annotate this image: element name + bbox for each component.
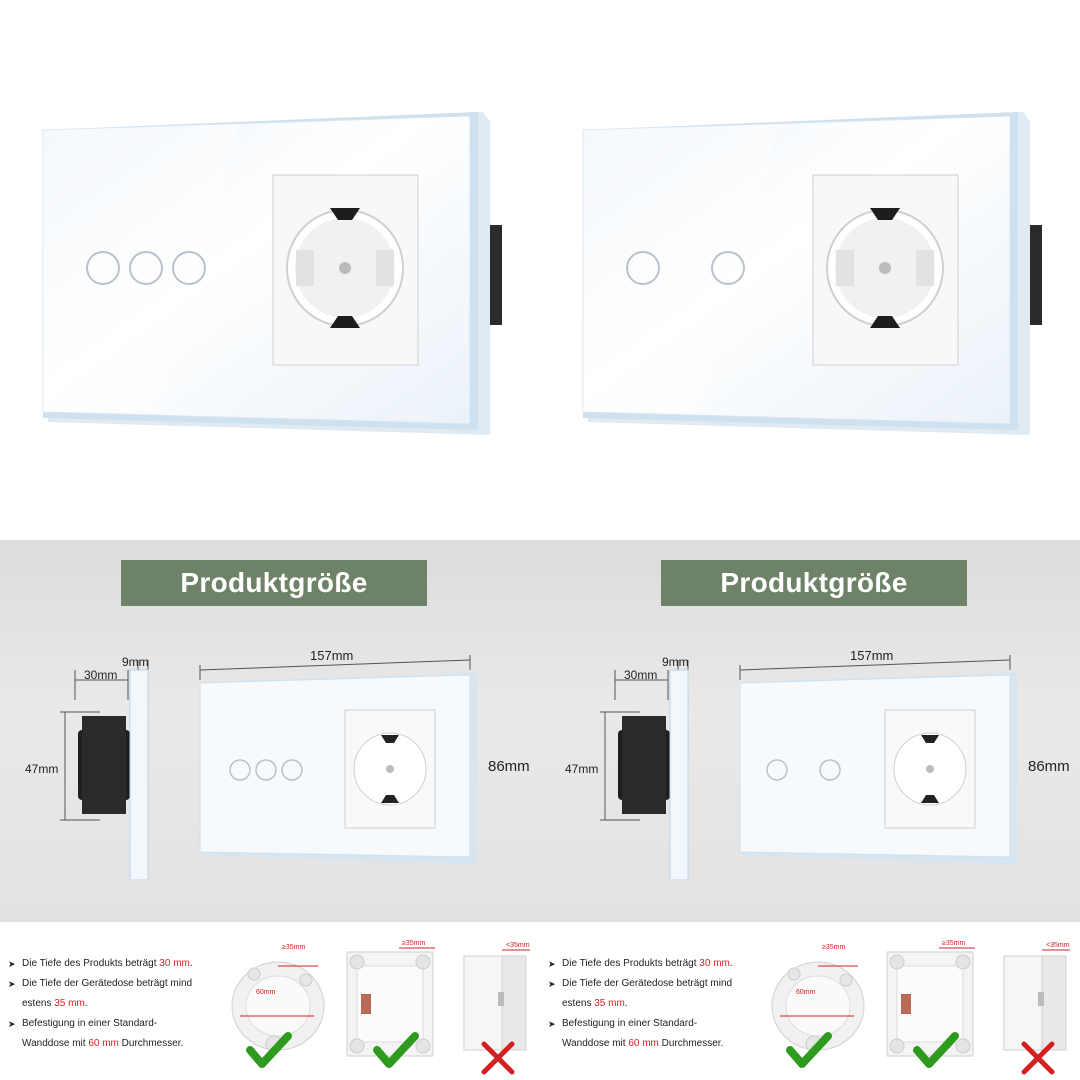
banner-product-size: Produktgröße — [661, 560, 967, 606]
side-view-diagram — [60, 660, 149, 880]
install-panel-right: ➤ Die Tiefe des Produkts beträgt 30 mm. … — [540, 922, 1080, 1080]
arrow-bullet-icon: ➤ — [8, 1019, 16, 1029]
glass-thickness-label: 9mm — [662, 655, 689, 669]
arrow-bullet-icon: ➤ — [548, 1019, 556, 1029]
shallow-box-image — [1003, 949, 1070, 1075]
touch-button-icon — [626, 251, 745, 285]
square-box-depth-tag: ≥35mm — [402, 940, 426, 947]
product-photo-section — [38, 100, 1048, 450]
depth-label: 30mm — [624, 668, 658, 682]
round-box-image — [231, 961, 325, 1068]
round-box-diameter-tag: 60mm — [796, 989, 816, 996]
schuko-socket-icon — [344, 709, 436, 829]
side-view-diagram — [600, 660, 689, 880]
size-panel-3-gang: Produktgröße 30mm 9mm 47mm — [0, 540, 540, 922]
install-panel-left: ➤ Die Tiefe des Produkts beträgt 30 mm. … — [0, 922, 540, 1080]
glass-thickness-label: 9mm — [122, 655, 149, 669]
height-label: 86mm — [488, 758, 530, 775]
front-view-diagram — [739, 655, 1017, 865]
size-diagram-section: Produktgröße 30mm 9mm 47mm — [0, 540, 1080, 922]
round-box-diameter-tag: 60mm — [256, 989, 276, 996]
touch-button-icon — [86, 251, 206, 285]
arrow-bullet-icon: ➤ — [8, 959, 16, 969]
round-box-image — [771, 961, 865, 1068]
width-label: 157mm — [850, 648, 894, 663]
side-height-label: 47mm — [25, 762, 59, 776]
arrow-bullet-icon: ➤ — [548, 959, 556, 969]
checkmark-icon — [913, 1032, 959, 1068]
touch-button-icon — [229, 759, 303, 781]
depth-label: 30mm — [84, 668, 118, 682]
checkmark-icon — [786, 1032, 832, 1068]
front-view-diagram — [199, 655, 477, 865]
banner-product-size: Produktgröße — [121, 560, 427, 606]
installation-info-section: ➤ Die Tiefe des Produkts beträgt 30 mm. … — [0, 922, 1080, 1080]
checkmark-icon — [246, 1032, 292, 1068]
arrow-bullet-icon: ➤ — [548, 979, 556, 989]
square-box-image — [886, 947, 975, 1068]
width-label: 157mm — [310, 648, 354, 663]
side-height-label: 47mm — [565, 762, 599, 776]
shallow-box-depth-tag: <35mm — [1046, 942, 1070, 949]
product-photo-3-gang — [38, 100, 508, 450]
checkmark-icon — [373, 1032, 419, 1068]
shallow-box-depth-tag: <35mm — [506, 942, 530, 949]
cross-icon — [481, 1041, 515, 1075]
round-box-depth-tag: ≥35mm — [282, 944, 306, 951]
round-box-depth-tag: ≥35mm — [822, 944, 846, 951]
square-box-depth-tag: ≥35mm — [942, 940, 966, 947]
height-label: 86mm — [1028, 758, 1070, 775]
size-panel-2-gang: Produktgröße 30mm 9mm 47mm — [540, 540, 1080, 922]
touch-button-icon — [766, 759, 841, 781]
schuko-socket-icon — [884, 709, 976, 829]
square-box-image — [346, 947, 435, 1068]
install-text: ➤ Die Tiefe des Produkts beträgt 30 mm. … — [548, 954, 763, 1054]
product-photo-2-gang — [578, 100, 1048, 450]
shallow-box-image — [463, 949, 530, 1075]
install-text: ➤ Die Tiefe des Produkts beträgt 30 mm. … — [8, 954, 223, 1054]
schuko-socket-icon — [272, 174, 419, 366]
cross-icon — [1021, 1041, 1055, 1075]
arrow-bullet-icon: ➤ — [8, 979, 16, 989]
schuko-socket-icon — [812, 174, 959, 366]
